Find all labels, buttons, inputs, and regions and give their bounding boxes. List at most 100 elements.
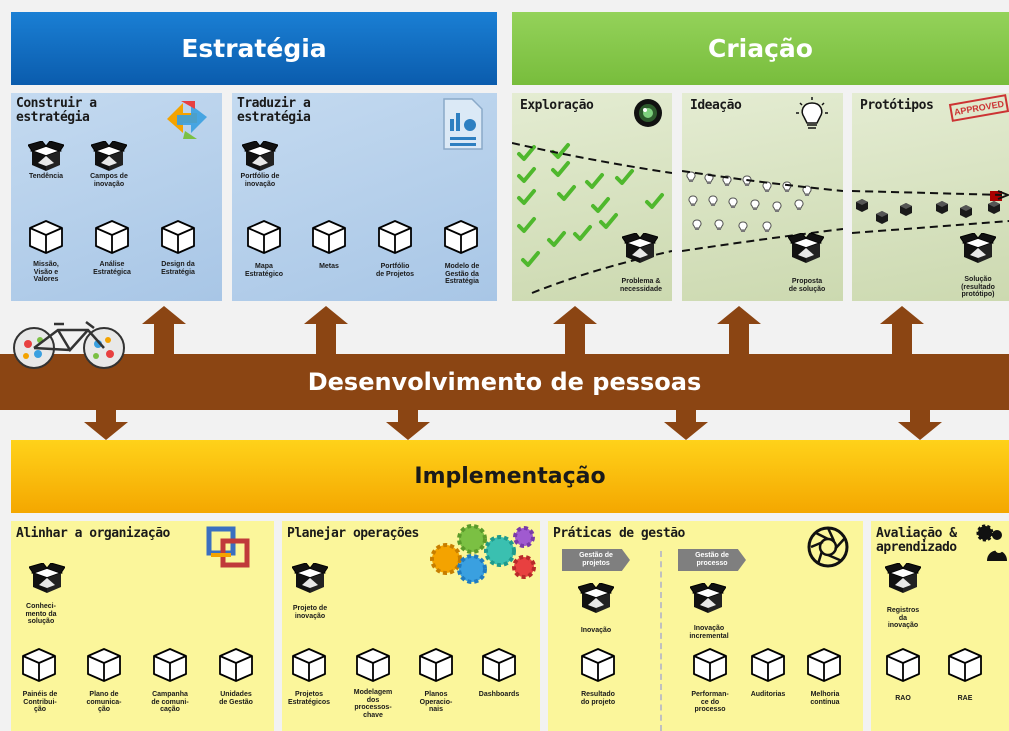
- open-box-icon: [788, 233, 824, 263]
- item-label: Portfólio de inovação: [240, 173, 280, 188]
- item-label: Análise Estratégica: [93, 261, 131, 276]
- item-label: Problema & necessidade: [619, 278, 663, 293]
- cube-icon: [936, 201, 948, 214]
- item-label: Painéis de Contribui- ção: [22, 691, 58, 713]
- arrow-up-icon: [717, 306, 761, 356]
- panel-title: Construir a estratégia: [16, 96, 97, 125]
- arrow-down-icon: [664, 408, 708, 440]
- item-label: Missão, Visão e Valores: [33, 261, 59, 283]
- arrow-up-icon: [880, 306, 924, 356]
- closed-box-icon: [95, 220, 129, 254]
- arrow-down-icon: [84, 408, 128, 440]
- item-label: Solução (resultado protótipo): [961, 276, 995, 298]
- item-label: Conheci- mento da solução: [25, 603, 57, 625]
- check-icon: [517, 189, 536, 205]
- lightbulb-icon: [750, 199, 760, 211]
- prototypes-funnel: [852, 190, 1009, 234]
- open-box-icon: [28, 141, 64, 171]
- item-label: Projetos Estratégicos: [287, 691, 331, 706]
- item-label: Melhoria contínua: [810, 691, 840, 706]
- item-label: Proposta de solução: [788, 278, 826, 293]
- item-label: Resultado do projeto: [580, 691, 616, 706]
- arrow-down-icon: [898, 408, 942, 440]
- implementation-title: Implementação: [414, 464, 606, 489]
- cube-icon: [900, 203, 912, 216]
- check-icon: [645, 193, 664, 209]
- closed-box-icon: [378, 220, 412, 254]
- closed-box-icon: [22, 648, 56, 682]
- cube-icon: [988, 201, 1000, 214]
- open-box-icon: [622, 233, 658, 263]
- cube-icon: [856, 199, 868, 212]
- creation-panel-exploration: Exploração Problema & necessidade: [512, 93, 672, 301]
- item-label: RAE: [957, 695, 973, 702]
- lightbulb-icon: [692, 219, 702, 231]
- approved-stamp-icon: APPROVED: [948, 94, 1009, 122]
- open-box-icon: [578, 583, 614, 613]
- closed-box-icon: [29, 220, 63, 254]
- check-icon: [517, 217, 536, 233]
- item-label: Dashboards: [478, 691, 520, 698]
- closed-box-icon: [219, 648, 253, 682]
- closed-box-icon: [161, 220, 195, 254]
- closed-box-icon: [153, 648, 187, 682]
- check-icon: [547, 231, 566, 247]
- panel-title: Protótipos: [860, 98, 934, 113]
- item-label: Portfólio de Projetos: [375, 263, 415, 278]
- open-box-icon: [29, 563, 65, 593]
- open-box-icon: [885, 563, 921, 593]
- strategy-header: Estratégia: [11, 12, 497, 85]
- check-icon: [573, 225, 592, 241]
- lightbulb-icon: [772, 201, 782, 213]
- people-development-title: Desenvolvimento de pessoas: [307, 368, 702, 396]
- creation-panel-prototypes: Protótipos APPROVED Solução (resultado p…: [852, 93, 1009, 301]
- network-icon: [206, 526, 250, 568]
- check-icon: [551, 161, 570, 177]
- item-label: Registros da inovação: [886, 607, 920, 629]
- lightbulb-icon: [714, 219, 724, 231]
- lightbulb-icon: [762, 221, 772, 233]
- check-icon: [591, 197, 610, 213]
- item-label: Plano de comunica- ção: [86, 691, 122, 713]
- creation-panel-ideation: Ideação Proposta de solução: [682, 93, 843, 301]
- panel-title: Ideação: [690, 98, 742, 113]
- closed-box-icon: [807, 648, 841, 682]
- check-icon: [557, 185, 576, 201]
- item-label: Modelo de Gestão da Estratégia: [444, 263, 480, 285]
- item-label: Unidades de Gestão: [219, 691, 253, 706]
- check-icon: [521, 251, 540, 267]
- open-box-icon: [292, 563, 328, 593]
- project-management-tag: Gestão de projetos: [562, 549, 630, 571]
- strategy-panel-build: Construir a estratégia Tendência Campos …: [11, 93, 222, 301]
- open-box-icon: [242, 141, 278, 171]
- item-label: RAO: [895, 695, 911, 702]
- lightbulb-icon: [738, 221, 748, 233]
- closed-box-icon: [356, 648, 390, 682]
- check-icon: [517, 145, 536, 161]
- closed-box-icon: [581, 648, 615, 682]
- item-label: Campanha de comuni- cação: [151, 691, 189, 713]
- panel-title: Exploração: [520, 98, 594, 113]
- open-box-icon: [690, 583, 726, 613]
- check-icon: [599, 213, 618, 229]
- document-chart-icon: [443, 98, 483, 150]
- people-gear-icon: [976, 524, 1007, 561]
- open-box-icon: [91, 141, 127, 171]
- item-label: Mapa Estratégico: [244, 263, 284, 278]
- closed-box-icon: [292, 648, 326, 682]
- cube-icon: [960, 205, 972, 218]
- arrow-up-icon: [304, 306, 348, 356]
- closed-box-icon: [247, 220, 281, 254]
- impl-panel-plan: Planejar operações Projeto de inovação P…: [282, 521, 540, 731]
- item-label: Tendência: [28, 173, 64, 180]
- bicycle-icon: [13, 321, 125, 369]
- creation-header: Criação: [512, 12, 1009, 85]
- lightbulb-icon: [796, 97, 828, 129]
- process-management-tag: Gestão de processo: [678, 549, 746, 571]
- check-icon: [615, 169, 634, 185]
- lightbulb-icon: [728, 197, 738, 209]
- check-icon: [517, 167, 536, 183]
- lightbulb-icon: [686, 171, 696, 183]
- closed-box-icon: [444, 220, 478, 254]
- closed-box-icon: [886, 648, 920, 682]
